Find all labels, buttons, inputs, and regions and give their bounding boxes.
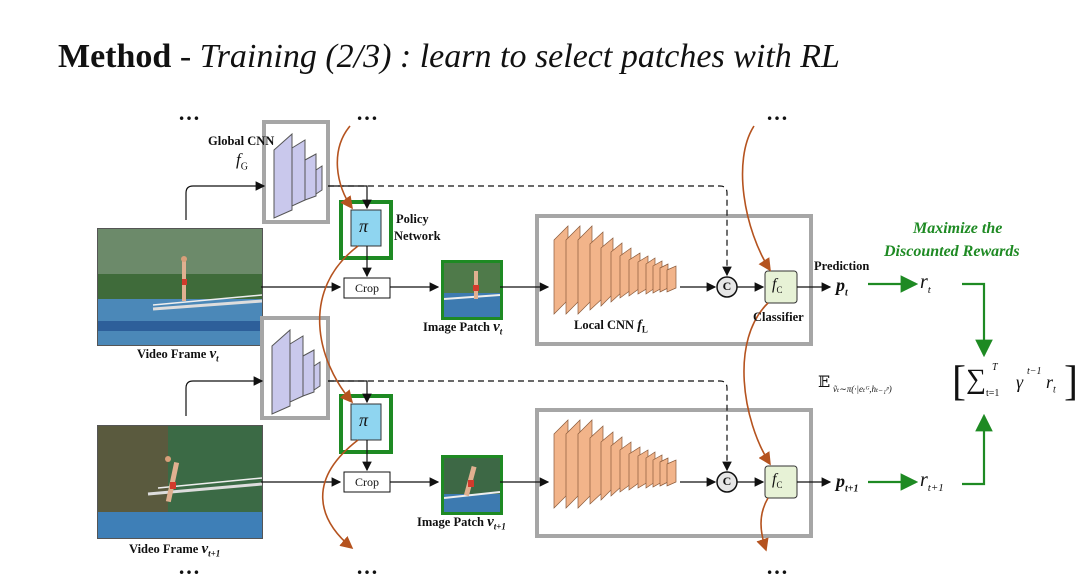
global-cnn-box-t1 — [260, 316, 330, 420]
image-patch-t1-image — [441, 455, 503, 515]
image-patch-label-t: Image Patch vt — [423, 319, 503, 337]
policy-label-line2: Network — [394, 229, 441, 243]
title-bold: Method — [58, 38, 172, 75]
title-dash: - — [171, 38, 200, 75]
r-term: rt — [1046, 372, 1056, 396]
objective-formula: 𝔼 ṽₜ∼π(·|eₜᴳ,hₜ₋₁ᵖ) [ ∑ T t=1 γ t−1 rt ] — [818, 359, 1078, 410]
gamma-exponent: t−1 — [1027, 366, 1042, 377]
r-t1-symbol: rt+1 — [920, 469, 944, 494]
ellipsis-top-left: … — [178, 100, 201, 125]
ellipsis-top-right: … — [766, 100, 789, 125]
bracket-right: ] — [1064, 359, 1078, 405]
slide-title: Method - Training (2/3) : learn to selec… — [58, 38, 840, 76]
local-cnn-label: Local CNN fL — [574, 318, 648, 335]
f-c-symbol-t: fC — [772, 276, 783, 296]
sum-top: T — [992, 362, 998, 373]
pi-symbol-t1: π — [359, 410, 369, 430]
video-frame-label-t: Video Frame vt — [137, 346, 219, 364]
crop-label-t: Crop — [355, 281, 379, 295]
expectation-subscript: ṽₜ∼π(·|eₜᴳ,hₜ₋₁ᵖ) — [833, 384, 892, 394]
video-frame-t1-image — [97, 425, 263, 539]
image-patch-label-t1: Image Patch vt+1 — [417, 514, 506, 532]
pi-box-t1 — [350, 403, 382, 441]
global-cnn-label: Global CNN — [208, 134, 275, 148]
local-cnn-layers-t — [553, 225, 677, 315]
ellipsis-top-mid: … — [356, 100, 379, 125]
f-g-symbol: fG — [236, 150, 248, 173]
video-frame-label-t1: Video Frame vt+1 — [129, 541, 221, 559]
ellipsis-bottom-left: … — [178, 554, 201, 579]
concat-label-t1: C — [722, 474, 732, 488]
sum-bottom: t=1 — [986, 388, 1000, 399]
local-cnn-module-t — [535, 214, 813, 346]
p-t-symbol: pt — [836, 275, 848, 299]
local-cnn-layers-t1 — [553, 419, 677, 509]
policy-label-line1: Policy — [396, 212, 429, 226]
r-t-symbol: rt — [920, 271, 931, 296]
title-italic: Training (2/3) : learn to select patches… — [199, 38, 840, 75]
image-patch-t-image — [441, 260, 503, 320]
pi-symbol-t: π — [359, 216, 369, 236]
maximize-line1: Maximize the — [913, 220, 1003, 237]
local-cnn-module-t1 — [535, 408, 813, 538]
ellipsis-bottom-right: … — [766, 554, 789, 579]
f-c-symbol-t1: fC — [772, 471, 783, 491]
global-cnn-box-t — [262, 120, 330, 224]
prediction-label: Prediction — [814, 259, 870, 273]
crop-box-t — [343, 277, 391, 299]
concat-label-t: C — [722, 279, 732, 293]
expectation-symbol: 𝔼 — [818, 374, 831, 391]
sum-symbol: ∑ — [966, 364, 986, 395]
video-frame-t-image — [97, 228, 263, 346]
ellipsis-bottom-mid: … — [356, 554, 379, 579]
bracket-left: [ — [952, 359, 966, 405]
classifier-label: Classifier — [753, 310, 804, 324]
pi-box-t — [350, 209, 382, 247]
maximize-line2: Discounted Rewards — [884, 243, 1020, 260]
crop-label-t1: Crop — [355, 475, 379, 489]
gamma-symbol: γ — [1016, 372, 1024, 392]
p-t1-symbol: pt+1 — [836, 471, 859, 495]
